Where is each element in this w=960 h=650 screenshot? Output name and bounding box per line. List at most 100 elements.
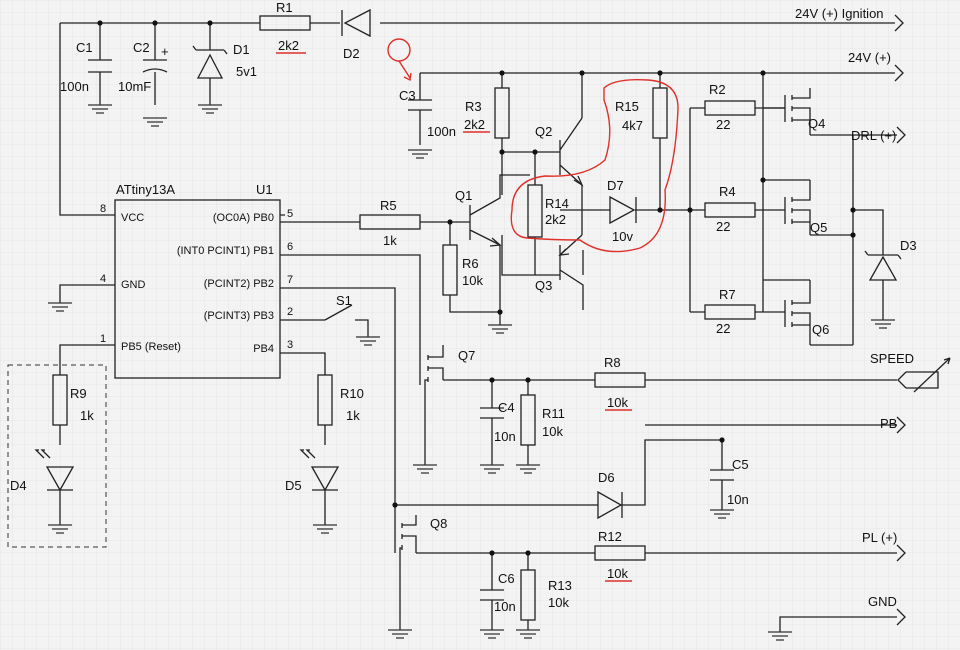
capacitor-value: 100n [427,124,456,139]
capacitor-c5: C5 10n [710,457,749,507]
net-24v-label: 24V (+) [848,50,891,65]
net-drl-label: DRL (+) [851,128,896,143]
diode-ref: D2 [343,46,360,61]
resistor-ref: R8 [604,355,621,370]
led-d4: D4 [10,449,75,493]
npn-transistor-q1: Q1 [455,174,530,247]
resistor-ref: R1 [276,0,293,15]
capacitor-ref: C3 [399,88,416,103]
zener-diode-d3: D3 [864,238,917,281]
ground-symbols [48,104,895,641]
diode-ref: D5 [285,478,302,493]
capacitor-value: 10n [494,429,516,444]
resistor-value: 2k2 [545,212,566,227]
resistor-ref: R11 [542,406,565,421]
resistor-value: 22 [716,117,730,132]
resistor-ref: R2 [709,82,726,97]
pin-name: VCC [121,212,144,224]
junctions [97,20,856,556]
ic-body [114,199,281,379]
resistor-r8: R8 10k [594,355,646,410]
capacitor-value: 100n [60,79,89,94]
resistor-ref: R5 [380,198,397,213]
pin-number: 4 [100,273,106,285]
connector-pl-icon [896,544,906,562]
capacitor-value: 10mF [118,79,151,94]
transistor-ref: Q3 [535,278,552,293]
resistor-ref: R15 [615,99,639,114]
resistor-value: 1k [80,408,94,423]
transistor-ref: Q7 [458,348,475,363]
resistor-r15: R15 4k7 [615,87,668,139]
pin-number: 6 [287,241,293,253]
pin-number: 8 [100,203,106,215]
net-pl-label: PL (+) [862,530,897,545]
pnp-transistor-q3: Q3 [535,234,584,310]
resistor-ref: R6 [462,256,479,271]
resistor-ref: R12 [598,529,622,544]
connector-24v-icon [894,64,904,82]
pin-number: 5 [287,208,293,220]
capacitor-ref: C6 [498,571,515,586]
resistor-ref: R7 [719,287,736,302]
transistor-ref: Q2 [535,124,552,139]
net-pb-label: PB [880,416,897,431]
transistor-ref: Q5 [810,220,827,235]
pin-name: GND [121,279,146,291]
red-annotations [276,38,679,582]
diode-value: 5v1 [236,64,257,79]
resistor-value: 22 [716,321,730,336]
resistor-r11: R11 10k [520,394,565,446]
connector-speed-icon [897,371,907,389]
microcontroller-u1: ATtiny13A U1 8 VCC 4 GND 1 PB5 (Reset) 5… [90,182,293,379]
connector-ignition-icon [894,14,904,32]
ic-ref-label: U1 [256,182,273,197]
ic-type-label: ATtiny13A [116,182,175,197]
resistor-r10: R10 1k [317,374,364,426]
pin-name: (PCINT2) PB2 [204,278,274,290]
resistor-r9: R9 1k [52,374,94,426]
transistor-ref: Q8 [430,516,447,531]
switch-s1: S1 [324,293,353,321]
resistor-ref: R4 [719,184,736,199]
capacitor-c6: C6 10n [480,571,516,614]
resistor-value: 10k [542,424,563,439]
light-emission-icon [299,449,316,459]
capacitor-c2: + C2 10mF [118,40,169,94]
switch-ref: S1 [336,293,352,308]
diode-ref: D7 [607,178,624,193]
annotation-highlight-loop [510,78,679,253]
light-emission-icon [34,449,51,459]
resistor-r4: R4 22 [704,184,756,234]
pin-name: (INT0 PCINT1) PB1 [177,245,274,257]
variable-sensor-icon [906,357,951,393]
net-gnd-label: GND [868,594,897,609]
pin-name: PB4 [253,343,274,355]
resistor-value: 10k [607,566,628,581]
pin-number: 2 [287,306,293,318]
capacitor-c4: C4 10n [480,400,516,444]
diode-value: 10v [612,229,633,244]
resistor-value: 22 [716,219,730,234]
zener-diode-d1: D1 5v1 [192,42,257,79]
net-ignition-label: 24V (+) Ignition [795,6,884,21]
connector-pb-icon [896,416,906,434]
diode-ref: D6 [598,470,615,485]
transistor-ref: Q4 [808,116,825,131]
pin-name: (OC0A) PB0 [213,212,274,224]
mosfet-q7: Q7 [419,345,475,395]
resistor-value: 2k2 [278,38,299,53]
resistor-value: 1k [346,408,360,423]
pin-name: (PCINT3) PB3 [204,310,274,322]
capacitor-value: 10n [727,492,749,507]
resistor-r3: R3 2k2 [464,87,510,139]
pin-name: PB5 (Reset) [121,341,181,353]
resistor-value: 1k [383,233,397,248]
annotation-arrow-icon [398,60,412,82]
pin-number: 1 [100,333,106,345]
resistor-r13: R13 10k [520,569,572,621]
capacitor-polarity: + [161,44,169,59]
mosfet-q5: Q5 [784,180,827,235]
mosfet-q8: Q8 [394,515,447,565]
